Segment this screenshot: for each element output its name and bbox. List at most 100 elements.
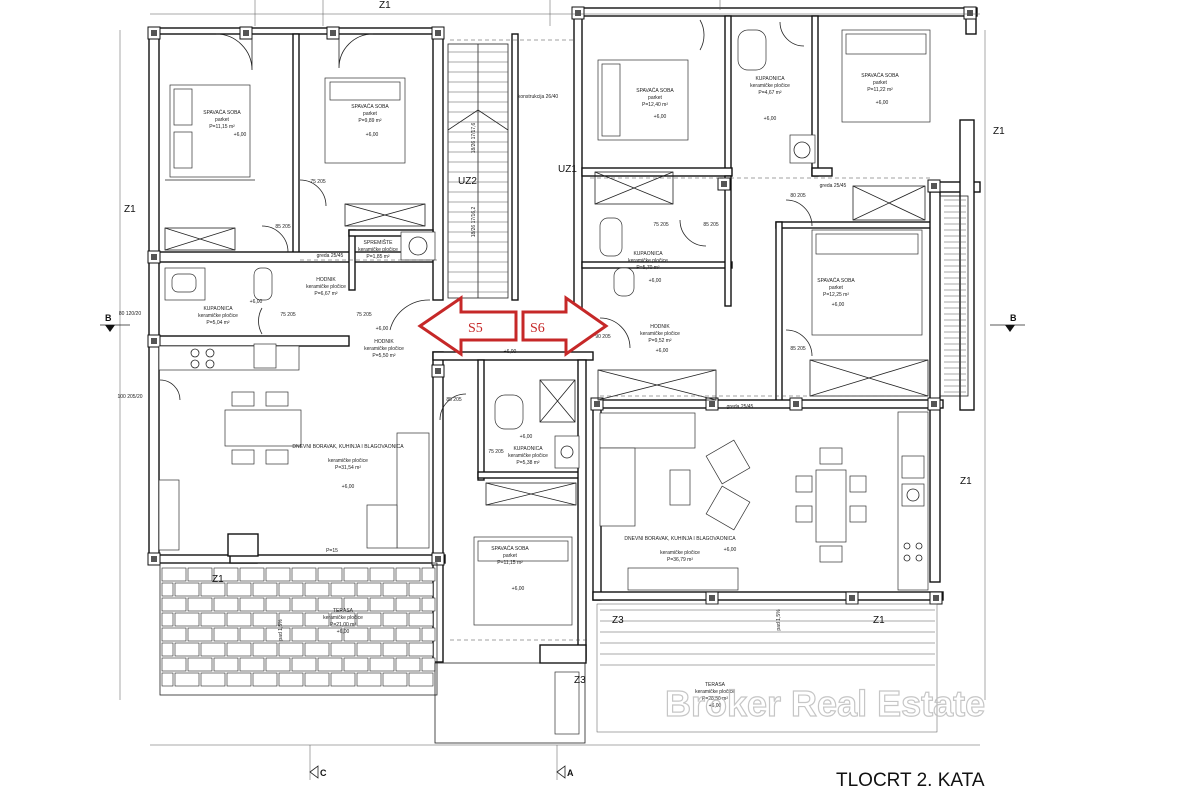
axis-z3-bottom: Z3	[574, 675, 586, 686]
room-floor: keramičke pločice	[660, 550, 700, 556]
room-area: P=21,00 m²	[330, 622, 356, 628]
room-label-sob4: SPAVAĆA SOBA parket P=11,22 m² +6,00	[861, 72, 899, 106]
structure-note: konstrukcija 26/40	[518, 94, 559, 100]
room-floor: keramičke pločice	[323, 615, 363, 621]
room-name: HODNIK	[374, 339, 394, 345]
room-level: +6,00	[512, 586, 525, 592]
room-name: KUPAONICA	[633, 251, 663, 257]
dim-label: 100 205/20	[117, 394, 142, 400]
room-floor: keramičke pločice	[750, 83, 790, 89]
room-label-spr: SPREMIŠTE keramičke pločice P=1,85 m²	[358, 239, 398, 260]
room-area: P=1,85 m²	[366, 254, 390, 260]
beam-note: greda 25/45	[727, 404, 754, 410]
dim-label: 85 205	[446, 397, 462, 403]
beam-note: greda 25/45	[820, 183, 847, 189]
room-level: +6,00	[250, 299, 263, 305]
dim-label: 85 205	[703, 222, 719, 228]
room-level: +6,00	[656, 348, 669, 354]
slope-note: pad 1,5%	[776, 609, 782, 631]
room-level: +6,00	[376, 326, 389, 332]
room-level: +6,00	[504, 349, 517, 355]
room-label-sob6: SPAVAĆA SOBA parket P=11,15 m² +6,00	[491, 545, 529, 592]
room-floor: keramičke pločice	[198, 313, 238, 319]
dimension-lines	[119, 0, 986, 780]
beam-dashes	[300, 39, 930, 641]
dim-label: 75 205	[653, 222, 669, 228]
axis-z1-right: Z1	[993, 126, 1005, 137]
room-area: P=11,15 m²	[209, 124, 235, 130]
room-name: SPAVAĆA SOBA	[861, 72, 899, 79]
room-floor: keramičke pločice	[695, 689, 735, 695]
room-area: P=5,04 m²	[206, 320, 230, 326]
section-markers: B B C A	[100, 313, 1025, 779]
room-label-kup2: KUPAONICA keramičke pločice P=4,67 m² +6…	[750, 76, 790, 122]
room-level: +6,00	[832, 302, 845, 308]
room-name: SPAVAĆA SOBA	[817, 277, 855, 284]
room-level: +6,00	[654, 114, 667, 120]
axis-uz2: UZ2	[458, 176, 477, 187]
furniture	[158, 29, 969, 626]
arrow-s6: S6	[521, 295, 609, 357]
room-area: P=12,25 m²	[823, 292, 849, 298]
axis-uz1: UZ1	[558, 164, 577, 175]
room-name: HODNIK	[650, 324, 670, 330]
room-floor: parket	[829, 285, 844, 291]
room-name: DNEVNI BORAVAK, KUHINJA I BLAGOVAONICA	[624, 536, 736, 542]
room-area: P=5,70 m²	[636, 265, 660, 271]
room-level: +6,00	[366, 132, 379, 138]
room-name: TERASA	[333, 608, 354, 614]
axis-z1-right-mid: Z1	[960, 476, 972, 487]
room-label-sob5: SPAVAĆA SOBA parket P=12,25 m² +6,00	[817, 277, 855, 308]
staircase	[447, 43, 509, 299]
room-level: +6,00	[337, 629, 350, 635]
room-level: +6,00	[342, 484, 355, 490]
room-area: P=6,67 m²	[314, 291, 338, 297]
watermark: Broker Real Estate	[665, 683, 985, 724]
room-area: P=28,50 m²	[702, 696, 728, 702]
dim-label: 85 205	[275, 224, 291, 230]
columns	[147, 6, 977, 605]
room-level: +6,00	[764, 116, 777, 122]
room-name: DNEVNI BORAVAK, KUHINJA I BLAGOVAONICA	[292, 444, 404, 450]
dim-label: 75 205	[280, 312, 296, 318]
room-area: P=4,67 m²	[758, 90, 782, 96]
dim-label: 75 205	[310, 179, 326, 185]
room-label-kup3: KUPAONICA keramičke pločice P=5,70 m² +6…	[628, 251, 668, 284]
axis-z1-top: Z1	[379, 0, 391, 11]
room-floor: keramičke pločice	[306, 284, 346, 290]
room-name: HODNIK	[316, 277, 336, 283]
arrow-s5-label: S5	[468, 321, 483, 336]
room-area: P=11,15 m²	[497, 560, 523, 566]
room-area: P=31,54 m²	[335, 465, 361, 471]
dim-label: 75 205	[488, 449, 504, 455]
room-label-hod3: HODNIK keramičke pločice P=9,52 m² +6,00	[640, 324, 680, 354]
axis-z1-bottom: Z1	[212, 574, 224, 585]
room-floor: keramičke pločice	[640, 331, 680, 337]
room-floor: parket	[363, 111, 378, 117]
arrow-s5: S5	[417, 295, 518, 357]
section-b-left: B	[105, 313, 112, 323]
dim-label: 80 205	[790, 193, 806, 199]
room-label-bor1: DNEVNI BORAVAK, KUHINJA I BLAGOVAONICA k…	[292, 444, 404, 490]
room-area: P=9,89 m²	[358, 118, 382, 124]
room-name: SPAVAĆA SOBA	[203, 109, 241, 116]
room-floor: keramičke pločice	[328, 458, 368, 464]
room-label-hod2: HODNIK keramičke pločice P=5,50 m² +6,00	[364, 339, 516, 359]
room-label-sob3: SPAVAĆA SOBA parket P=12,40 m² +6,00	[636, 87, 674, 120]
drawing-title: TLOCRT 2. KATA	[836, 770, 985, 791]
axis-labels: Z1 Z1 Z1 Z1 Z1 Z1 Z3 Z3 UZ1 UZ2	[124, 0, 1005, 686]
door-swings	[159, 19, 813, 421]
room-area: P=12,40 m²	[642, 102, 668, 108]
room-floor: parket	[648, 95, 663, 101]
room-level: +6,00	[234, 132, 247, 138]
room-floor: keramičke pločice	[628, 258, 668, 264]
room-floor: keramičke pločice	[358, 247, 398, 253]
stair-note: 18/26 17/17,6	[471, 122, 477, 153]
axis-z3-terrace: Z3	[612, 615, 624, 626]
room-name: SPAVAĆA SOBA	[491, 545, 529, 552]
room-label-bor2: DNEVNI BORAVAK, KUHINJA I BLAGOVAONICA k…	[624, 536, 736, 563]
slope-note: pad 1,5%	[278, 619, 284, 641]
room-floor: parket	[215, 117, 230, 123]
section-a: A	[567, 768, 574, 778]
